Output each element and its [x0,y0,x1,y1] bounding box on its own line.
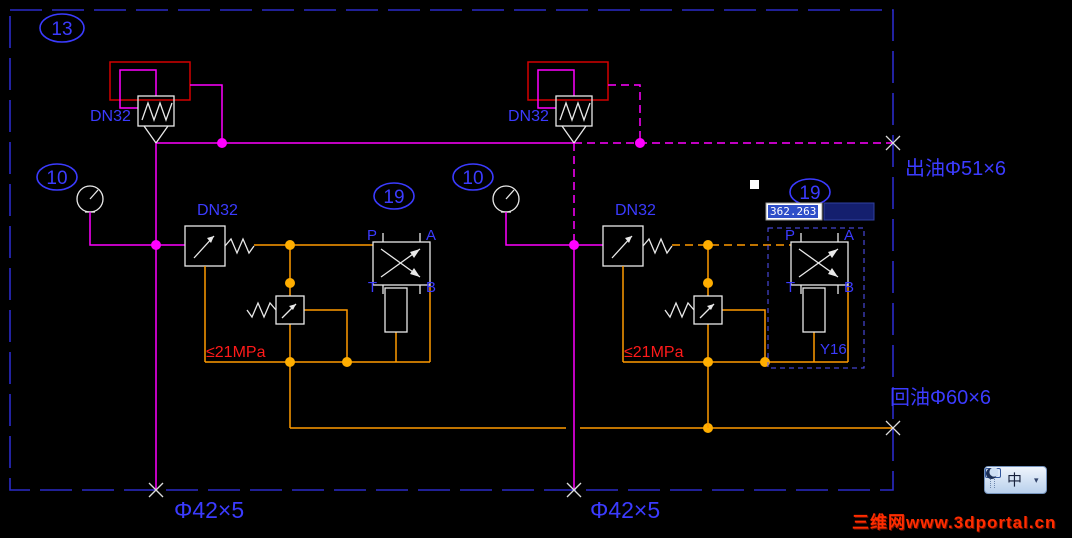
break-mark-icon [885,135,901,151]
dn32-label-right-top: DN32 [508,108,549,125]
left-relief-cartridge-valve[interactable] [109,61,223,144]
left-control-circuit[interactable] [204,240,431,367]
second-coordinate-field[interactable] [823,202,875,221]
right-pressure-gauge[interactable]: 10 [452,163,579,250]
junction-dot [703,240,713,250]
right-relief-cartridge-valve[interactable] [527,61,641,144]
arrow-icon [707,304,714,310]
port-p-label: P [785,227,795,244]
pump-pipe-label-left: Φ42×5 [174,497,244,523]
junction-dot [703,357,713,367]
pilot-block-outline [527,61,609,101]
arrow-icon [828,249,838,258]
arrow-icon [828,268,838,277]
spring-icon [642,237,673,255]
break-mark-icon [148,482,164,498]
selection-box [767,227,865,369]
text-selection-highlight [768,205,818,218]
spring-icon [559,101,591,122]
ime-mode-toggle[interactable]: 中 [1007,471,1023,489]
dn32-label-left-mid: DN32 [197,202,238,219]
balloon-13-label: 13 [51,19,72,40]
solenoid-tag-label: Y16 [820,341,847,358]
balloon-10-right-label: 10 [462,168,483,189]
spring-icon [141,101,173,122]
pressure-limit-label-left: ≤21MPa [206,344,266,361]
pressure-limit-label-right: ≤21MPa [624,344,684,361]
left-pressure-gauge[interactable]: 10 [36,163,161,250]
spring-icon [224,237,255,255]
dynamic-input-tooltip[interactable]: 362.263 [750,180,875,221]
gauge-needle-icon [89,189,99,200]
port-a-label: A [844,227,854,244]
dn32-label-right-mid: DN32 [615,202,656,219]
right-directional-valve[interactable]: 19 P A T B Y16 [767,178,865,369]
arrow-icon [410,268,420,277]
junction-dot [703,278,713,288]
balloon-19-right-label: 19 [799,183,820,204]
outlet-manifold-line[interactable] [156,135,901,151]
coordinate-value: 362.263 [770,205,816,218]
arrow-icon [207,236,214,243]
balloon-10-left-label: 10 [46,168,67,189]
arrow-icon [625,236,632,243]
left-reducing-valve[interactable] [156,225,255,267]
balloon-19-left[interactable] [373,182,415,210]
solenoid-box [802,287,826,333]
gauge-needle-icon [505,189,515,200]
port-b-label: B [426,279,436,296]
left-pump-riser[interactable] [148,143,164,498]
balloon-10-right[interactable] [452,163,494,191]
grip-point[interactable] [750,180,759,189]
junction-dot [285,240,295,250]
arrow-icon [410,249,420,258]
balloon-13[interactable]: 13 [39,13,85,43]
right-reducing-valve[interactable] [574,225,673,267]
options-chevron-icon[interactable]: ▾ [1034,474,1039,485]
spring-icon [664,301,695,319]
port-a-label: A [426,227,436,244]
break-mark-icon [885,420,901,436]
junction-dot [342,357,352,367]
spring-icon [246,301,277,319]
port-t-label: T [786,279,795,296]
watermark: 三维网www.3dportal.cn [852,513,1057,532]
langbar-grip-icon[interactable] [990,472,995,488]
right-pump-riser[interactable] [566,143,582,498]
junction-dot [285,278,295,288]
port-b-label: B [844,279,854,296]
balloon-10-left[interactable] [36,163,78,191]
return-pipe-label: 回油Φ60×6 [890,386,991,409]
port-p-label: P [367,227,377,244]
pilot-block-outline [109,61,191,101]
arrow-icon [289,304,296,310]
pump-pipe-label-right: Φ42×5 [590,497,660,523]
outlet-pipe-label: 出油Φ51×6 [905,157,1006,180]
drawing-border [9,9,894,491]
left-directional-valve[interactable]: 19 P A T B [367,182,436,333]
dn32-label-left-top: DN32 [90,108,131,125]
solenoid-box [384,287,408,333]
language-bar[interactable]: 中 ▾ [984,466,1047,494]
right-control-circuit[interactable] [622,240,849,428]
port-t-label: T [368,279,377,296]
balloon-19-left-label: 19 [383,187,404,208]
junction-dot [635,138,645,148]
junction-dot [285,357,295,367]
return-manifold-line[interactable] [289,362,901,436]
break-mark-icon [566,482,582,498]
